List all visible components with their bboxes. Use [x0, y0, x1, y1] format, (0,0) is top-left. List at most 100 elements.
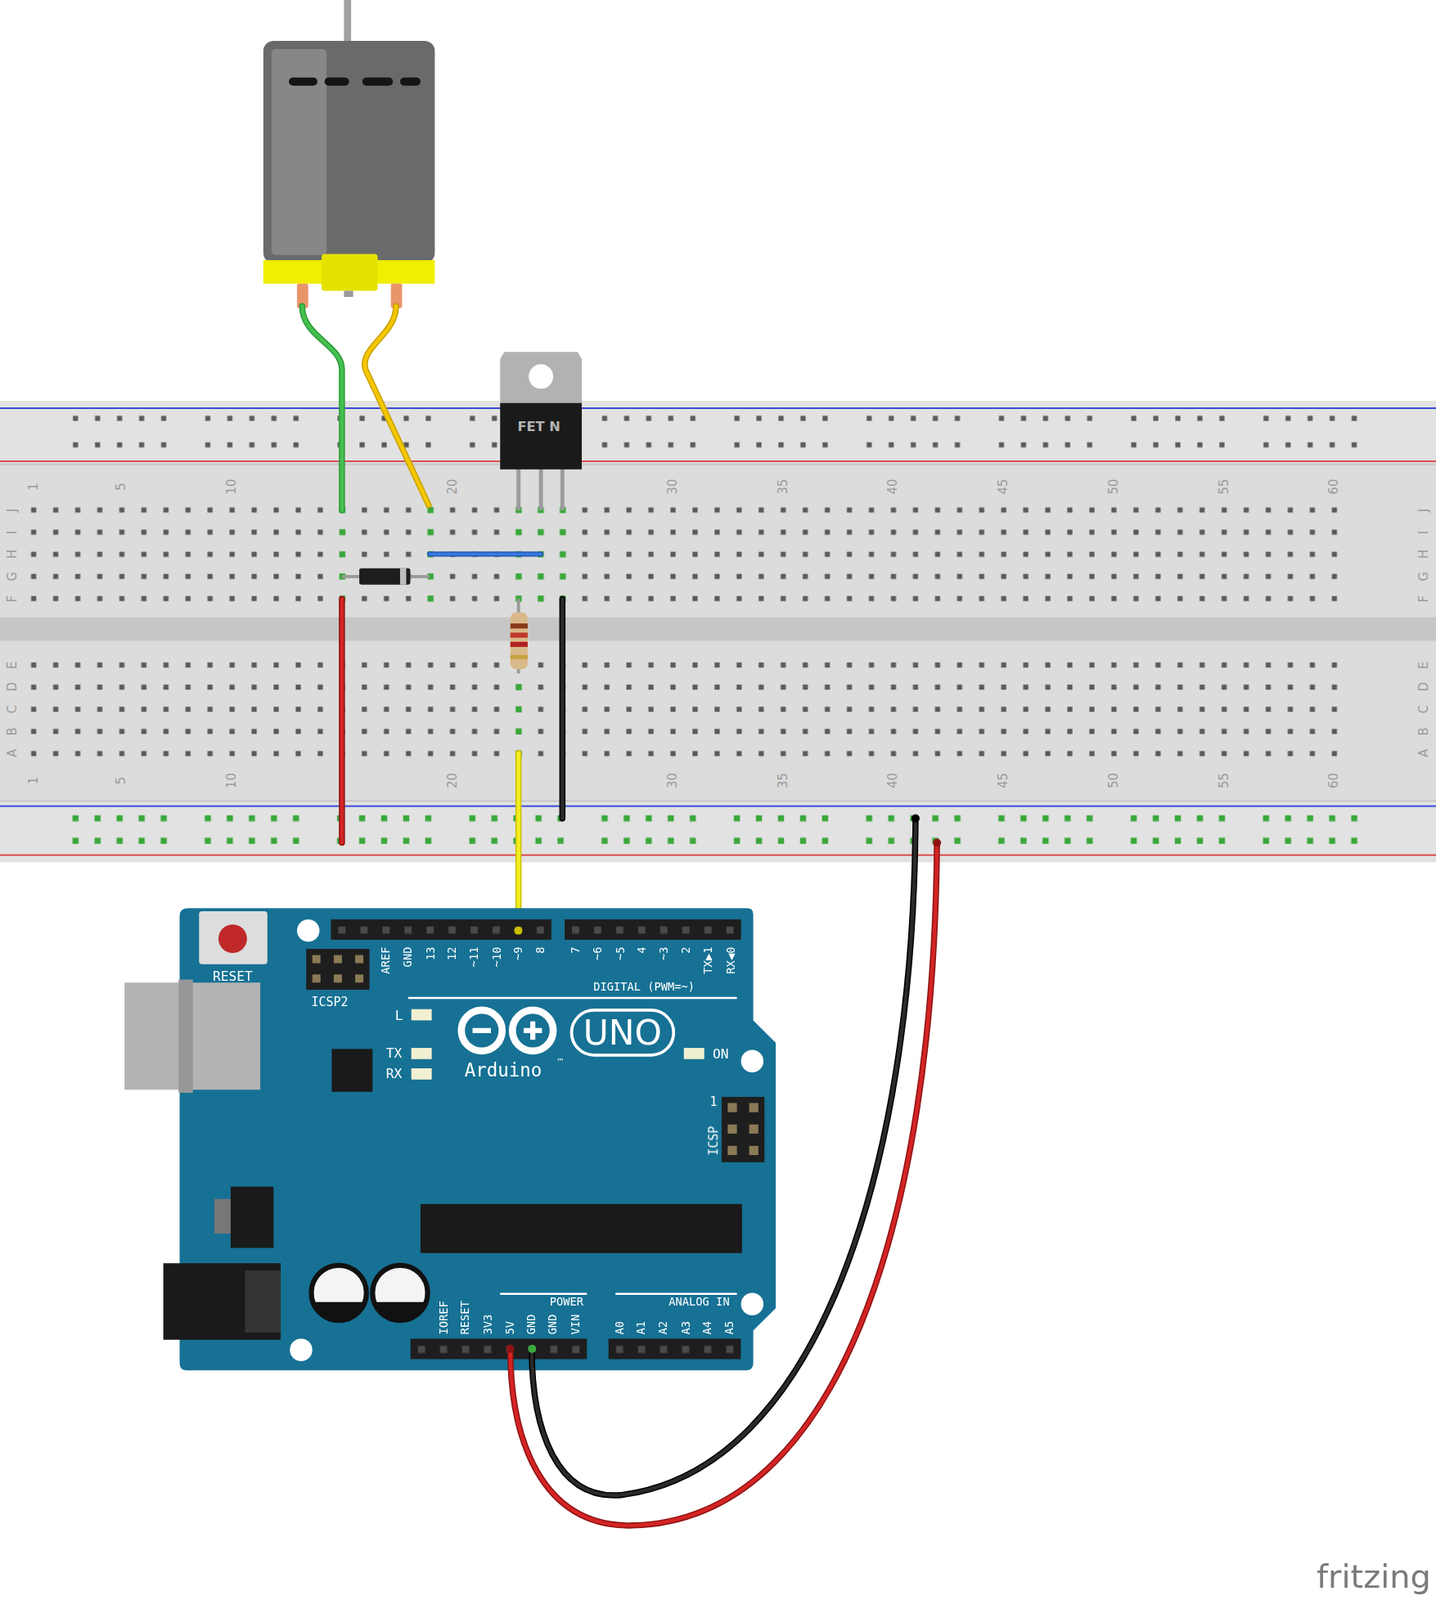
resistor-part [510, 642, 528, 648]
wire-ends-part [513, 927, 523, 936]
arduino-board-part [306, 949, 370, 991]
board-label: ICSP [706, 1126, 720, 1157]
arduino-board-part [244, 1270, 281, 1333]
row-letter: I [1417, 531, 1431, 535]
arduino-board-part [333, 974, 343, 983]
arduino-board-part [571, 1010, 675, 1056]
column-number: 5 [115, 776, 128, 785]
column-number: 40 [886, 773, 900, 789]
arduino-board-part [355, 955, 364, 964]
arduino-board-part [373, 1302, 428, 1324]
arduino-board-part [461, 1010, 503, 1052]
arduino-board-part [230, 1187, 274, 1249]
arduino-board-part [615, 1292, 737, 1295]
pin-label: TX▶1 [702, 947, 715, 975]
wires-part [364, 306, 429, 505]
board-label: DIGITAL (PWM=~) [593, 981, 695, 993]
column-number: 35 [777, 773, 790, 789]
dc-motor-part [362, 77, 393, 86]
arduino-board [124, 908, 776, 1371]
arduino-board-part [741, 1050, 764, 1073]
breadboard-part [0, 400, 1436, 863]
column-number: 1 [27, 482, 41, 491]
row-letter: J [1417, 508, 1431, 512]
wires-part [301, 306, 343, 510]
board-label: POWER [549, 1296, 584, 1309]
column-number: 45 [997, 478, 1010, 495]
mosfet-part [499, 351, 582, 406]
arduino-board-part [411, 1048, 433, 1060]
column-number: 55 [1218, 773, 1231, 789]
diode-part [400, 568, 406, 586]
pin-label: IOREF [438, 1300, 451, 1335]
pin-label: AREF [380, 947, 392, 975]
wires-part [429, 551, 541, 557]
arduino-board-part [411, 1068, 433, 1081]
breadboard-part [0, 463, 1436, 465]
board-label: RESET [212, 970, 253, 984]
row-letter: F [5, 595, 19, 604]
arduino-board-part [163, 1263, 281, 1341]
mosfet-part [516, 467, 521, 510]
column-number: 40 [886, 478, 900, 495]
arduino-board-part [289, 1339, 312, 1362]
led-label: RX [386, 1066, 403, 1081]
part-label: FET N [517, 419, 560, 433]
mosfet-part [499, 403, 582, 470]
arduino-board-part [741, 1292, 764, 1315]
wires-part [515, 753, 522, 932]
wires-part [338, 598, 345, 843]
dc-motor [263, 0, 436, 309]
led-label: ON [712, 1047, 730, 1061]
pin-label: RX◀0 [724, 947, 737, 975]
pin-label: A3 [679, 1321, 692, 1336]
row-letter: H [5, 549, 19, 559]
arduino-board-part [530, 1021, 536, 1040]
pin-label: 1 [709, 1096, 717, 1109]
arduino-board-part [749, 1146, 759, 1156]
column-number: 60 [1327, 478, 1341, 495]
breadboard-part [0, 805, 1436, 808]
brand-logo: UNO [583, 1015, 662, 1050]
arduino-board-part [312, 974, 321, 983]
breadboard-part [22, 499, 1346, 610]
arduino-board-part [749, 1102, 759, 1112]
wires-part [559, 598, 566, 819]
column-number: 35 [777, 478, 790, 495]
column-number: 5 [115, 482, 128, 491]
arduino-board-part [727, 1125, 737, 1135]
resistor [510, 598, 528, 674]
arduino-board-part [727, 1146, 737, 1156]
breadboard-part [0, 460, 1436, 463]
breadboard [0, 400, 1436, 863]
dc-motor-part [271, 49, 327, 256]
arduino-board-part [333, 955, 343, 964]
pin-label: 5V [504, 1321, 517, 1336]
arduino-board-part [330, 919, 551, 941]
column-number: 10 [225, 773, 239, 789]
mosfet-part [560, 467, 565, 510]
dc-motor-part [400, 77, 421, 86]
arduino-board-part [499, 1292, 587, 1295]
wires-part [429, 552, 541, 556]
mosfet [499, 351, 582, 510]
breadboard-part [0, 800, 1436, 802]
wires-part [340, 598, 344, 843]
row-letter: H [1417, 549, 1431, 559]
pin-label: 13 [425, 947, 437, 962]
pin-label: VIN [570, 1314, 582, 1336]
pin-label: ~11 [468, 947, 481, 968]
row-letter: E [1417, 661, 1431, 670]
column-number: 30 [666, 478, 680, 495]
brand-logo: ™ [556, 1058, 565, 1067]
pin-label: ~6 [592, 947, 604, 962]
arduino-board-part [608, 1339, 742, 1360]
arduino-board-part [312, 955, 321, 964]
breadboard-part [22, 654, 1346, 766]
wires [301, 306, 563, 931]
pin-label: A1 [635, 1321, 648, 1336]
row-letter: E [5, 661, 19, 670]
mosfet-part [539, 467, 544, 510]
breadboard-part [64, 807, 1388, 853]
arduino-board-part [564, 919, 742, 941]
